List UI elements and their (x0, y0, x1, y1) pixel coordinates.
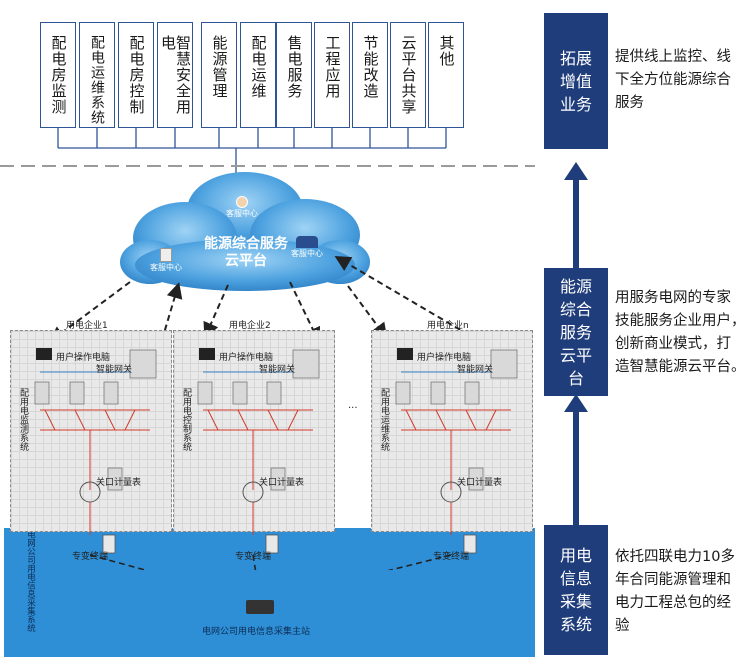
meter-label: 关口计量表 (259, 478, 305, 488)
service-box[interactable]: 配电运维系统 (79, 22, 115, 128)
service-box[interactable]: 节能改造 (352, 22, 388, 128)
service-center-node: 客服中心 (222, 196, 262, 219)
service-box[interactable]: 其他 (428, 22, 464, 128)
right-label-desc: 依托四联电力10多 年合同能源管理和 电力工程总包的经 验 (615, 549, 735, 634)
master-station-icon (246, 600, 274, 614)
terminal-label: 专变终端 (235, 552, 272, 562)
gateway-label: 智能网关 (259, 365, 296, 375)
group-icon (296, 236, 318, 248)
enterprise-name: 用电企业n (427, 321, 469, 331)
terminal-label: 专变终端 (433, 552, 470, 562)
service-bracket (57, 128, 447, 180)
grid-side-label: 电网公司用电信息采集系统 (25, 530, 36, 632)
service-box[interactable]: 配电运维 (240, 22, 276, 128)
user-pc-label: 用户操作电脑 (417, 353, 472, 363)
enterprise-name: 用电企业2 (229, 321, 271, 331)
service-box[interactable]: 工程应用 (314, 22, 350, 128)
service-center-node: 客服中心 (285, 236, 329, 259)
enterprise-ellipsis: ... (348, 400, 358, 411)
cloud-title-line2: 云平台 (225, 253, 267, 269)
gateway-label: 智能网关 (96, 365, 133, 375)
diagram-connectors (0, 128, 535, 346)
enterprise-name: 用电企业1 (66, 321, 108, 331)
cloud-shape (120, 172, 370, 291)
cloud-title-line1: 能源综合服务 (204, 236, 288, 252)
right-label-box: 拓展 增值 业务 (544, 13, 608, 149)
flow-arrows (564, 162, 588, 525)
cloud-title: 能源综合服务 云平台 (186, 236, 306, 270)
terminal-label: 专变终端 (72, 552, 109, 562)
service-box[interactable]: 能源管理 (201, 22, 237, 128)
service-box[interactable]: 配电房监测 (40, 22, 76, 128)
service-center-node: 客服中心 (146, 248, 186, 273)
system-label: 配用电控制系统 (181, 388, 191, 451)
person-icon (236, 196, 248, 208)
service-box[interactable]: 配电房控制 (118, 22, 154, 128)
service-box[interactable]: 智慧安全用电 (157, 22, 193, 128)
gateway-label: 智能网关 (457, 365, 494, 375)
right-label-box: 能源 综合 服务 云平 台 (544, 268, 608, 396)
right-label-desc: 用服务电网的专家 技能服务企业用户， 创新商业模式，打 造智慧能源云平台。 (615, 290, 746, 375)
master-station-label: 电网公司用电信息采集主站 (202, 627, 311, 637)
meter-label: 关口计量表 (96, 478, 142, 488)
right-label-box: 用电 信息 采集 系统 (544, 525, 608, 655)
service-box[interactable]: 云平台共享 (390, 22, 426, 128)
system-label: 配用电监测系统 (18, 388, 28, 451)
right-label-desc: 提供线上监控、线 下全方位能源综合 服务 (615, 49, 731, 111)
panel-schematics (34, 348, 518, 570)
service-box[interactable]: 售电服务 (276, 22, 312, 128)
phone-icon (160, 248, 172, 262)
meter-label: 关口计量表 (457, 478, 503, 488)
user-pc-label: 用户操作电脑 (56, 353, 111, 363)
user-pc-label: 用户操作电脑 (219, 353, 274, 363)
system-label: 配用电运维系统 (379, 388, 389, 451)
